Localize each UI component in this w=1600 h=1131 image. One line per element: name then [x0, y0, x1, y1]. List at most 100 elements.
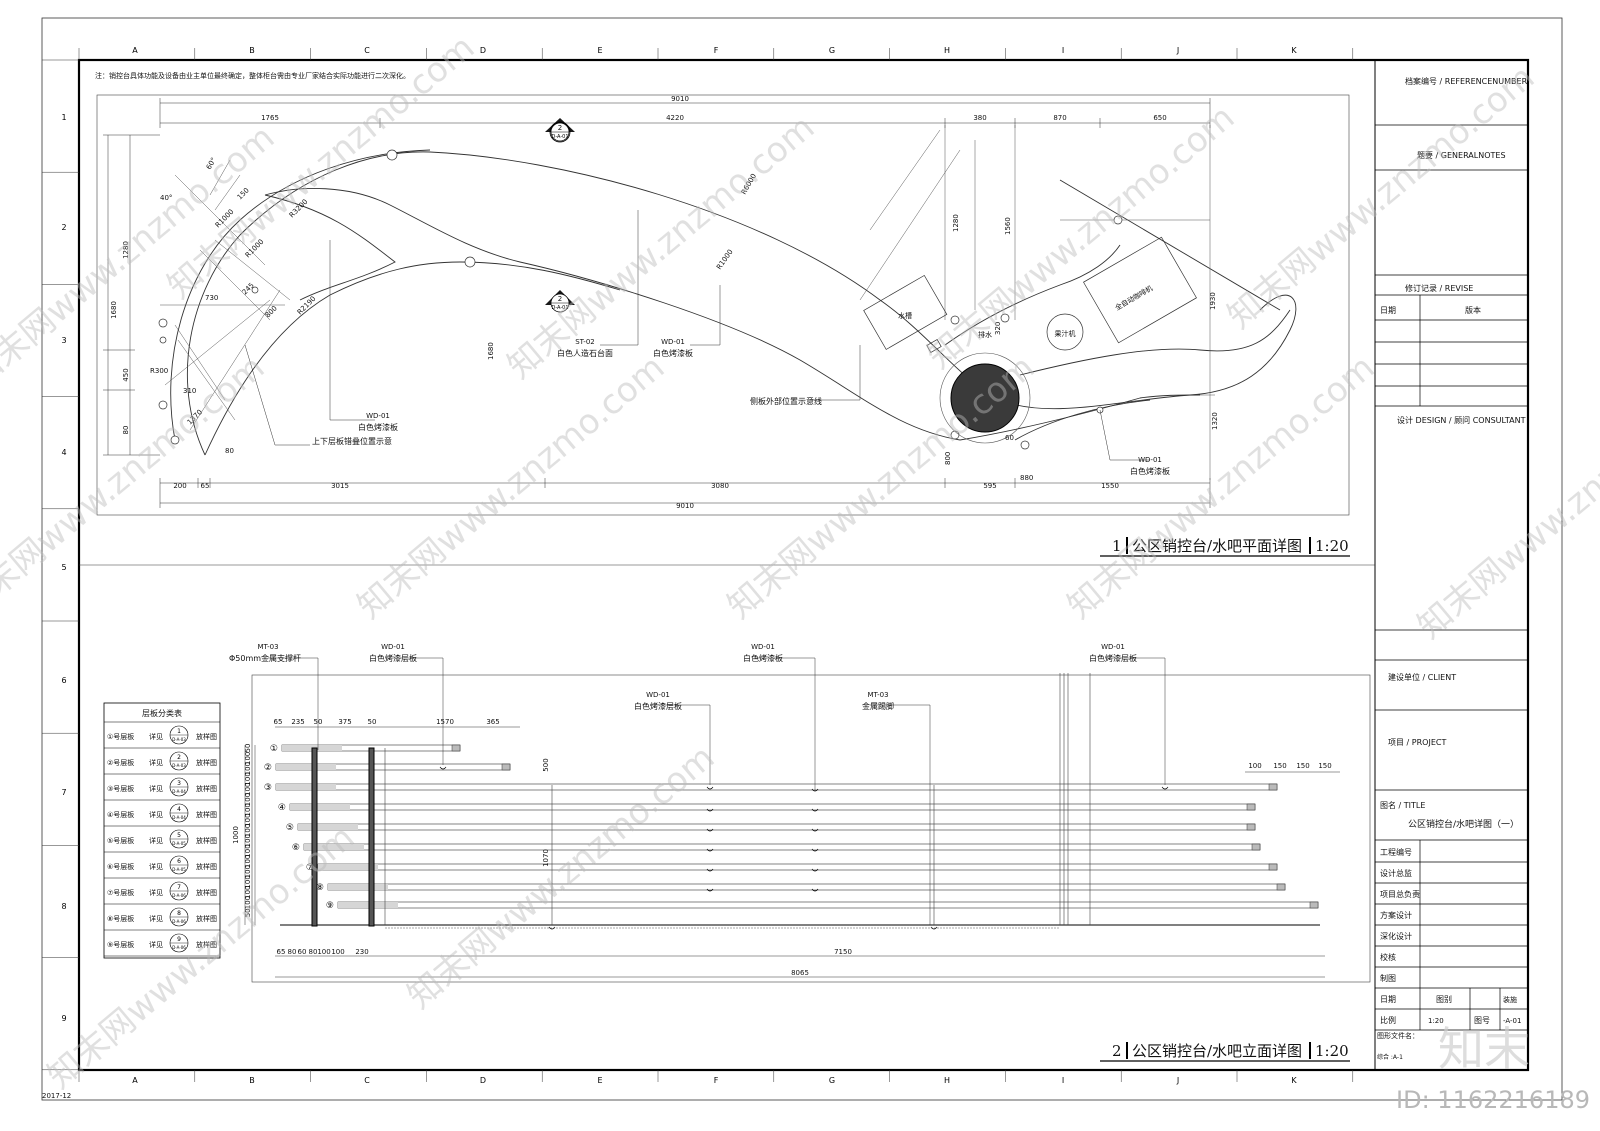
plan-dimension-text: 1320	[1211, 412, 1219, 430]
detail-ref-sheet: D-A-04	[172, 815, 186, 820]
elevation-dim-left: 100	[244, 793, 252, 806]
tb-row-label: 制图	[1380, 973, 1396, 983]
plan-dimension-text: 880	[1020, 474, 1033, 482]
elevation-dim-bottom: 100	[317, 948, 330, 956]
shelf-board	[327, 883, 1286, 891]
st02-label: 白色人造石台面	[557, 348, 613, 358]
grid-column-label: H	[944, 1076, 950, 1085]
dim-top-5: 650	[1153, 114, 1166, 122]
tb-drawing-no-val: -A-01	[1503, 1017, 1521, 1025]
shelf-row-see: 详见	[149, 836, 163, 845]
elevation-viewport	[251, 674, 1371, 983]
shelf-row-see: 详见	[149, 914, 163, 923]
wd01-code: WD-01	[1138, 456, 1162, 464]
grid-row-label: 9	[61, 1014, 66, 1023]
mt03-label: Φ50mm金属支撑杆	[229, 653, 301, 663]
grid-row-label: 3	[61, 336, 66, 345]
wd01-label: 白色烤漆板	[653, 348, 693, 358]
elevation-dim-bottom: 230	[355, 948, 368, 956]
wd01-label: 白色烤漆板	[358, 422, 398, 432]
elevation-dim-bottom: 80	[288, 948, 297, 956]
detail-ref-num: 6	[177, 858, 181, 865]
dim-bottom-5: 1550	[1101, 482, 1119, 490]
shelf-row-tail: 放样图	[196, 784, 217, 793]
grid-row-label: 4	[61, 448, 66, 457]
grid-column-label: A	[132, 1076, 138, 1085]
grid-column-label: D	[480, 46, 486, 55]
plan-dimension-text: 310	[183, 387, 196, 395]
shelf-row-name: ⑤号层板	[107, 836, 134, 845]
elevation-dim-top: 65	[274, 718, 283, 726]
detail-ref-num: 9	[177, 936, 181, 943]
plan-dimension-text: 800	[944, 452, 952, 465]
overlap-note: 上下层板错叠位置示意	[312, 436, 392, 446]
elevation-dim-left: 1000	[232, 826, 240, 844]
dim-bottom-total: 9010	[676, 502, 694, 510]
shelf-row-see: 详见	[149, 810, 163, 819]
elevation-dim-left: 100	[244, 865, 252, 878]
grid-column-label: B	[249, 46, 255, 55]
plan-dimension-text: 1280	[952, 214, 960, 232]
elevation-dim-top: 235	[291, 718, 304, 726]
elevation-dim-left: 100	[244, 783, 252, 796]
plan-title-scale: 1:20	[1315, 537, 1349, 555]
dim-bottom-2: 3015	[331, 482, 349, 490]
tb-file: 图形文件名：	[1377, 1031, 1419, 1040]
shelf-marker: ①	[270, 744, 278, 754]
dim-top-total: 9010	[671, 95, 689, 103]
detail-ref-sheet: D-A-03	[172, 763, 186, 768]
tb-rev-version: 版本	[1465, 305, 1481, 315]
grid-column-label: J	[1176, 1076, 1179, 1085]
detail-ref-sheet: D-A-06	[172, 919, 186, 924]
grid-column-label: C	[364, 46, 370, 55]
elevation-title-num: 2	[1112, 1042, 1122, 1060]
plan-dimension-text: R300	[150, 367, 168, 375]
mt03-code: MT-03	[257, 643, 278, 651]
grid-column-label: K	[1291, 46, 1297, 55]
shelf-marker: ④	[278, 803, 286, 813]
elevation-dim-right: 150	[1318, 762, 1331, 770]
detail-ref-num: 4	[177, 806, 181, 813]
section-mark-ref: D-A-01	[551, 305, 568, 311]
juicer-label: 果汁机	[1055, 329, 1076, 338]
tb-title-label: 图名 / TITLE	[1380, 800, 1425, 810]
elevation-dim-bottom: 65	[277, 948, 286, 956]
st02-code: ST-02	[575, 338, 595, 346]
shelf-row-name: ①号层板	[107, 732, 134, 741]
general-note: 注：销控台具体功能及设备由业主单位最终确定，整体柜台需由专业厂家结合实际功能进行…	[95, 71, 410, 80]
grid-column-label: E	[597, 1076, 602, 1085]
grid-column-label: C	[364, 1076, 370, 1085]
wd01-code: WD-01	[646, 691, 670, 699]
dim-bottom-0: 200	[173, 482, 186, 490]
grid-column-label: A	[132, 46, 138, 55]
shelf-row-name: ⑦号层板	[107, 888, 134, 897]
elevation-dim-left: 100	[244, 855, 252, 868]
elevation-dim-top: 365	[486, 718, 499, 726]
elevation-dim-left: 100	[244, 813, 252, 826]
shelf-row-name: ⑧号层板	[107, 914, 134, 923]
plan-dimension-text: 40°	[160, 194, 172, 202]
grid-row-label: 6	[61, 676, 66, 685]
section-marker-mid: 2 D-A-01	[545, 290, 575, 313]
elevation-dim-left: 50	[244, 908, 252, 917]
tb-row-label: 工程编号	[1380, 847, 1412, 857]
column-circle	[950, 363, 1020, 433]
elevation-dim-left: 100	[244, 803, 252, 816]
elevation-dim-bottom: 60	[298, 948, 307, 956]
plan-dimension-text: 60	[1005, 434, 1014, 442]
plan-title-num: 1	[1112, 537, 1122, 555]
shelf-row-name: ②号层板	[107, 758, 134, 767]
wd01-code: WD-01	[381, 643, 405, 651]
plan-viewport	[96, 94, 1350, 516]
tb-code: 综合 :A-1	[1377, 1053, 1403, 1061]
section-mark-ref: D-A-01	[551, 134, 568, 140]
tb-client: 建设单位 / CLIENT	[1388, 672, 1456, 682]
section-marker-top: 2 D-A-01	[545, 118, 575, 143]
plan-title-text: 公区销控台/水吧平面详图	[1132, 537, 1302, 555]
